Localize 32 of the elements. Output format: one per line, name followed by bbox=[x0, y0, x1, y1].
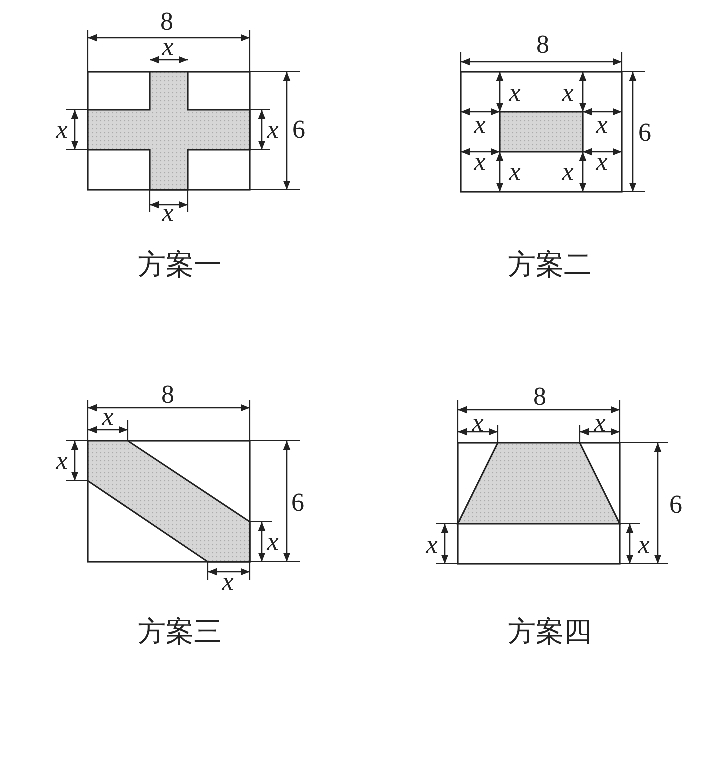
dimension-variable: x bbox=[102, 404, 114, 430]
dimension-variable: x bbox=[638, 532, 650, 558]
dimension-value: 6 bbox=[292, 117, 306, 143]
dimension-variable: x bbox=[472, 410, 484, 436]
dimension-value: 6 bbox=[292, 490, 304, 516]
dimension-variable: x bbox=[562, 80, 574, 106]
plan-caption: 方案三 bbox=[138, 618, 222, 646]
dimension-variable: x bbox=[474, 149, 486, 175]
dimension-value: 8 bbox=[162, 382, 174, 408]
dimension-variable: x bbox=[222, 569, 234, 595]
dimension-value: 6 bbox=[638, 120, 652, 146]
plan-caption: 方案二 bbox=[508, 251, 592, 279]
dimension-value: 8 bbox=[160, 9, 174, 35]
dimension-variable: x bbox=[562, 159, 574, 185]
dimension-variable: x bbox=[426, 532, 438, 558]
dimension-variable: x bbox=[56, 448, 68, 474]
dimension-variable: x bbox=[596, 149, 608, 175]
dimension-variable: x bbox=[267, 117, 279, 143]
plan-caption: 方案四 bbox=[508, 618, 592, 646]
dimension-value: 6 bbox=[670, 492, 682, 518]
dimension-variable: x bbox=[509, 80, 521, 106]
dimension-variable: x bbox=[594, 410, 606, 436]
dimension-variable: x bbox=[162, 200, 174, 226]
plan-caption: 方案一 bbox=[138, 251, 222, 279]
dimension-variable: x bbox=[596, 112, 608, 138]
dimension-variable: x bbox=[509, 159, 521, 185]
dimension-variable: x bbox=[474, 112, 486, 138]
dimension-value: 8 bbox=[536, 32, 550, 58]
dimension-variable: x bbox=[56, 117, 68, 143]
dimension-value: 8 bbox=[534, 384, 546, 410]
dimension-variable: x bbox=[162, 34, 174, 60]
dimension-variable: x bbox=[267, 529, 279, 555]
